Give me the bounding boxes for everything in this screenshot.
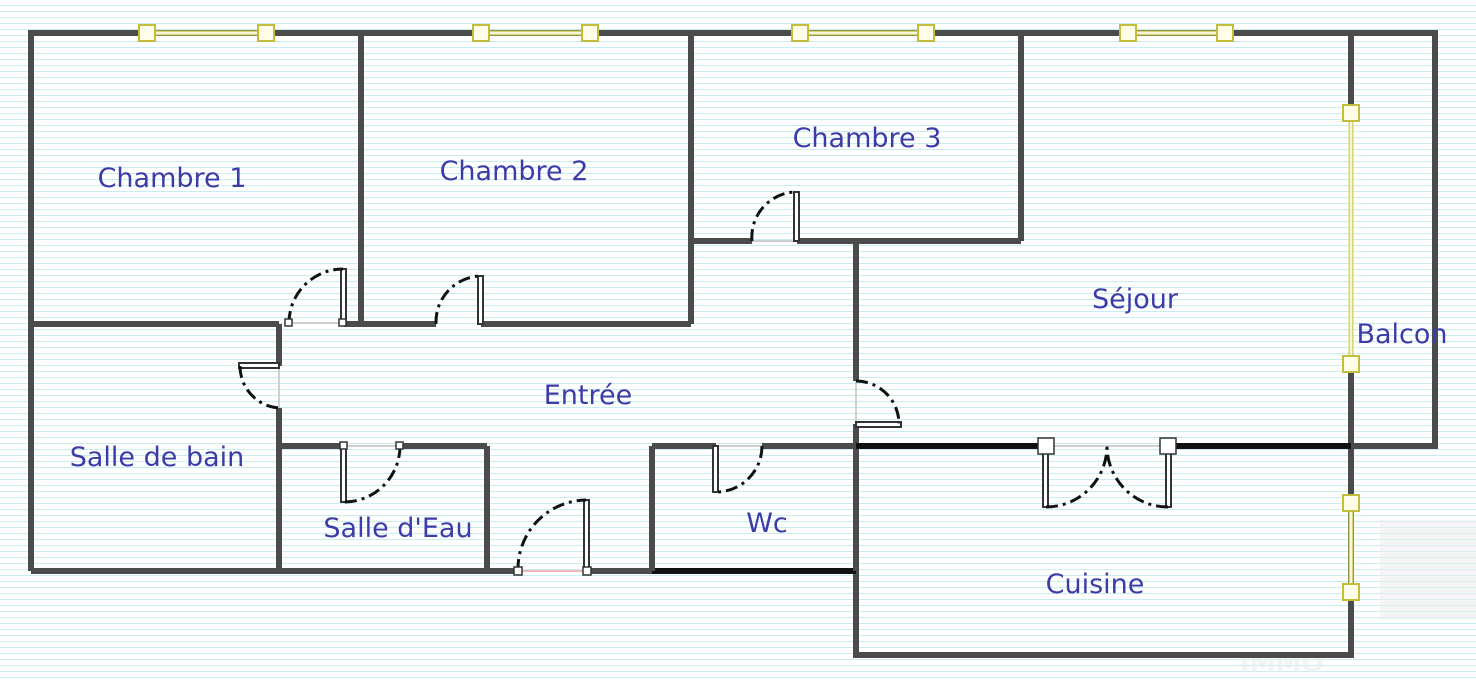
- door-chambre1: [284, 267, 347, 327]
- door-cuisine: [1037, 437, 1177, 509]
- window-balcon-door: [1342, 104, 1360, 373]
- door-wc: [712, 445, 764, 494]
- door-chambre3: [750, 190, 800, 242]
- door-sejour: [855, 379, 902, 428]
- label-chambre-3: Chambre 3: [793, 123, 942, 154]
- window-chambre3: [791, 24, 935, 42]
- label-chambre-2: Chambre 2: [440, 156, 589, 187]
- window-cuisine: [1342, 494, 1360, 601]
- interior-walls: [31, 33, 1354, 571]
- label-wc: Wc: [746, 508, 788, 539]
- door-entree: [513, 498, 592, 576]
- label-salle-eau: Salle d'Eau: [323, 513, 472, 544]
- door-salle-de-bain: [238, 362, 280, 410]
- label-chambre-1: Chambre 1: [98, 163, 247, 194]
- label-salle-de-bain: Salle de bain: [70, 442, 245, 473]
- room-labels: Chambre 1 Chambre 2 Chambre 3 Séjour Bal…: [70, 123, 1448, 600]
- doors: [238, 190, 1177, 576]
- window-chambre2: [472, 24, 599, 42]
- door-salle-eau: [339, 441, 404, 504]
- exterior-walls: [28, 30, 1438, 658]
- windows: [138, 24, 1360, 601]
- window-sejour: [1119, 24, 1234, 42]
- window-chambre1: [138, 24, 275, 42]
- door-chambre2: [434, 274, 484, 325]
- label-entree: Entrée: [544, 380, 633, 411]
- label-balcon: Balcon: [1356, 319, 1447, 350]
- label-cuisine: Cuisine: [1046, 569, 1145, 600]
- label-sejour: Séjour: [1092, 284, 1179, 315]
